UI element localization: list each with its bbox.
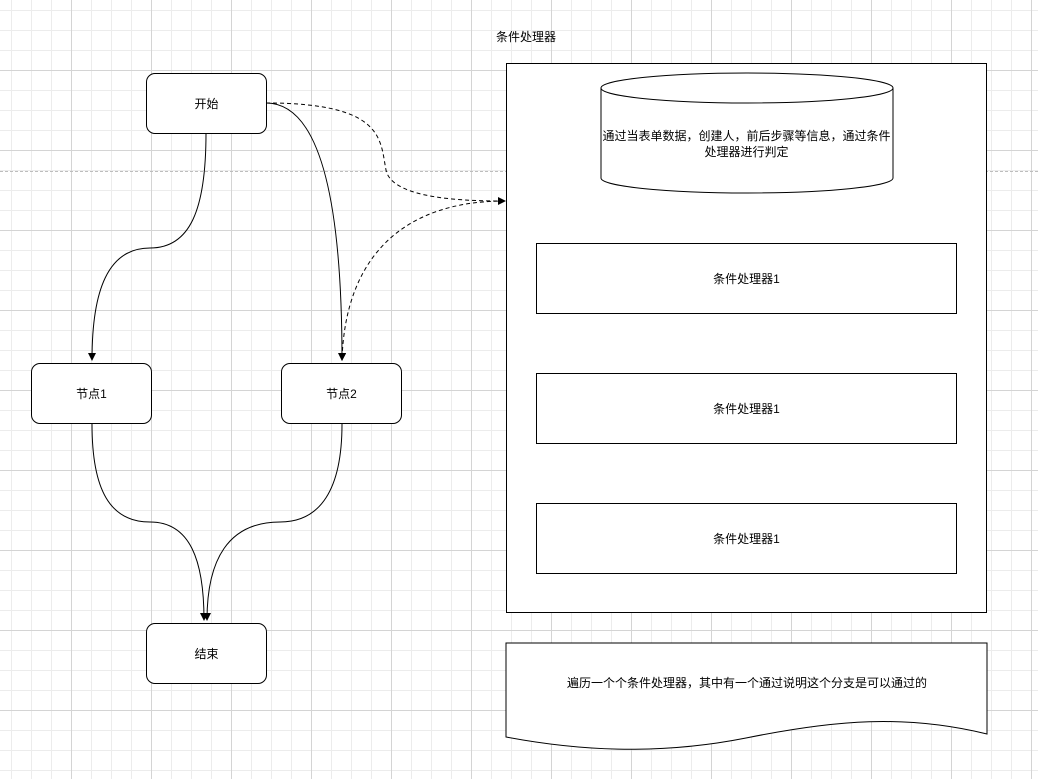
edge-start-node1[interactable] xyxy=(88,132,207,361)
edge-processor-node2[interactable] xyxy=(338,200,506,361)
edge-node2-end[interactable] xyxy=(203,423,343,621)
node-1-label: 节点1 xyxy=(76,387,107,401)
node-2[interactable]: 节点2 xyxy=(281,363,402,424)
database-cylinder-icon[interactable] xyxy=(600,72,894,194)
end-node-label: 结束 xyxy=(194,647,219,661)
condition-processor-label: 条件处理器1 xyxy=(713,402,780,416)
node-1[interactable]: 节点1 xyxy=(31,363,152,424)
edge-node1-end[interactable] xyxy=(91,423,208,621)
document-note-shape[interactable] xyxy=(505,642,989,754)
condition-processor-box-2[interactable]: 条件处理器1 xyxy=(536,373,957,444)
edge-start-node2[interactable] xyxy=(265,102,346,361)
end-node[interactable]: 结束 xyxy=(146,623,267,684)
condition-processor-box-1[interactable]: 条件处理器1 xyxy=(536,243,957,314)
condition-processor-label: 条件处理器1 xyxy=(713,532,780,546)
node-2-label: 节点2 xyxy=(326,387,357,401)
condition-processor-label: 条件处理器1 xyxy=(713,272,780,286)
condition-processor-box-3[interactable]: 条件处理器1 xyxy=(536,503,957,574)
container-title: 条件处理器 xyxy=(496,30,557,44)
edge-start-processor[interactable] xyxy=(265,102,506,205)
note-text: 遍历一个个条件处理器，其中有一个通过说明这个分支是可以通过的 xyxy=(566,676,927,690)
database-description: 通过当表单数据，创建人，前后步骤等信息，通过条件处理器进行判定 xyxy=(602,129,891,159)
start-node-label: 开始 xyxy=(194,97,219,111)
start-node[interactable]: 开始 xyxy=(146,73,267,134)
